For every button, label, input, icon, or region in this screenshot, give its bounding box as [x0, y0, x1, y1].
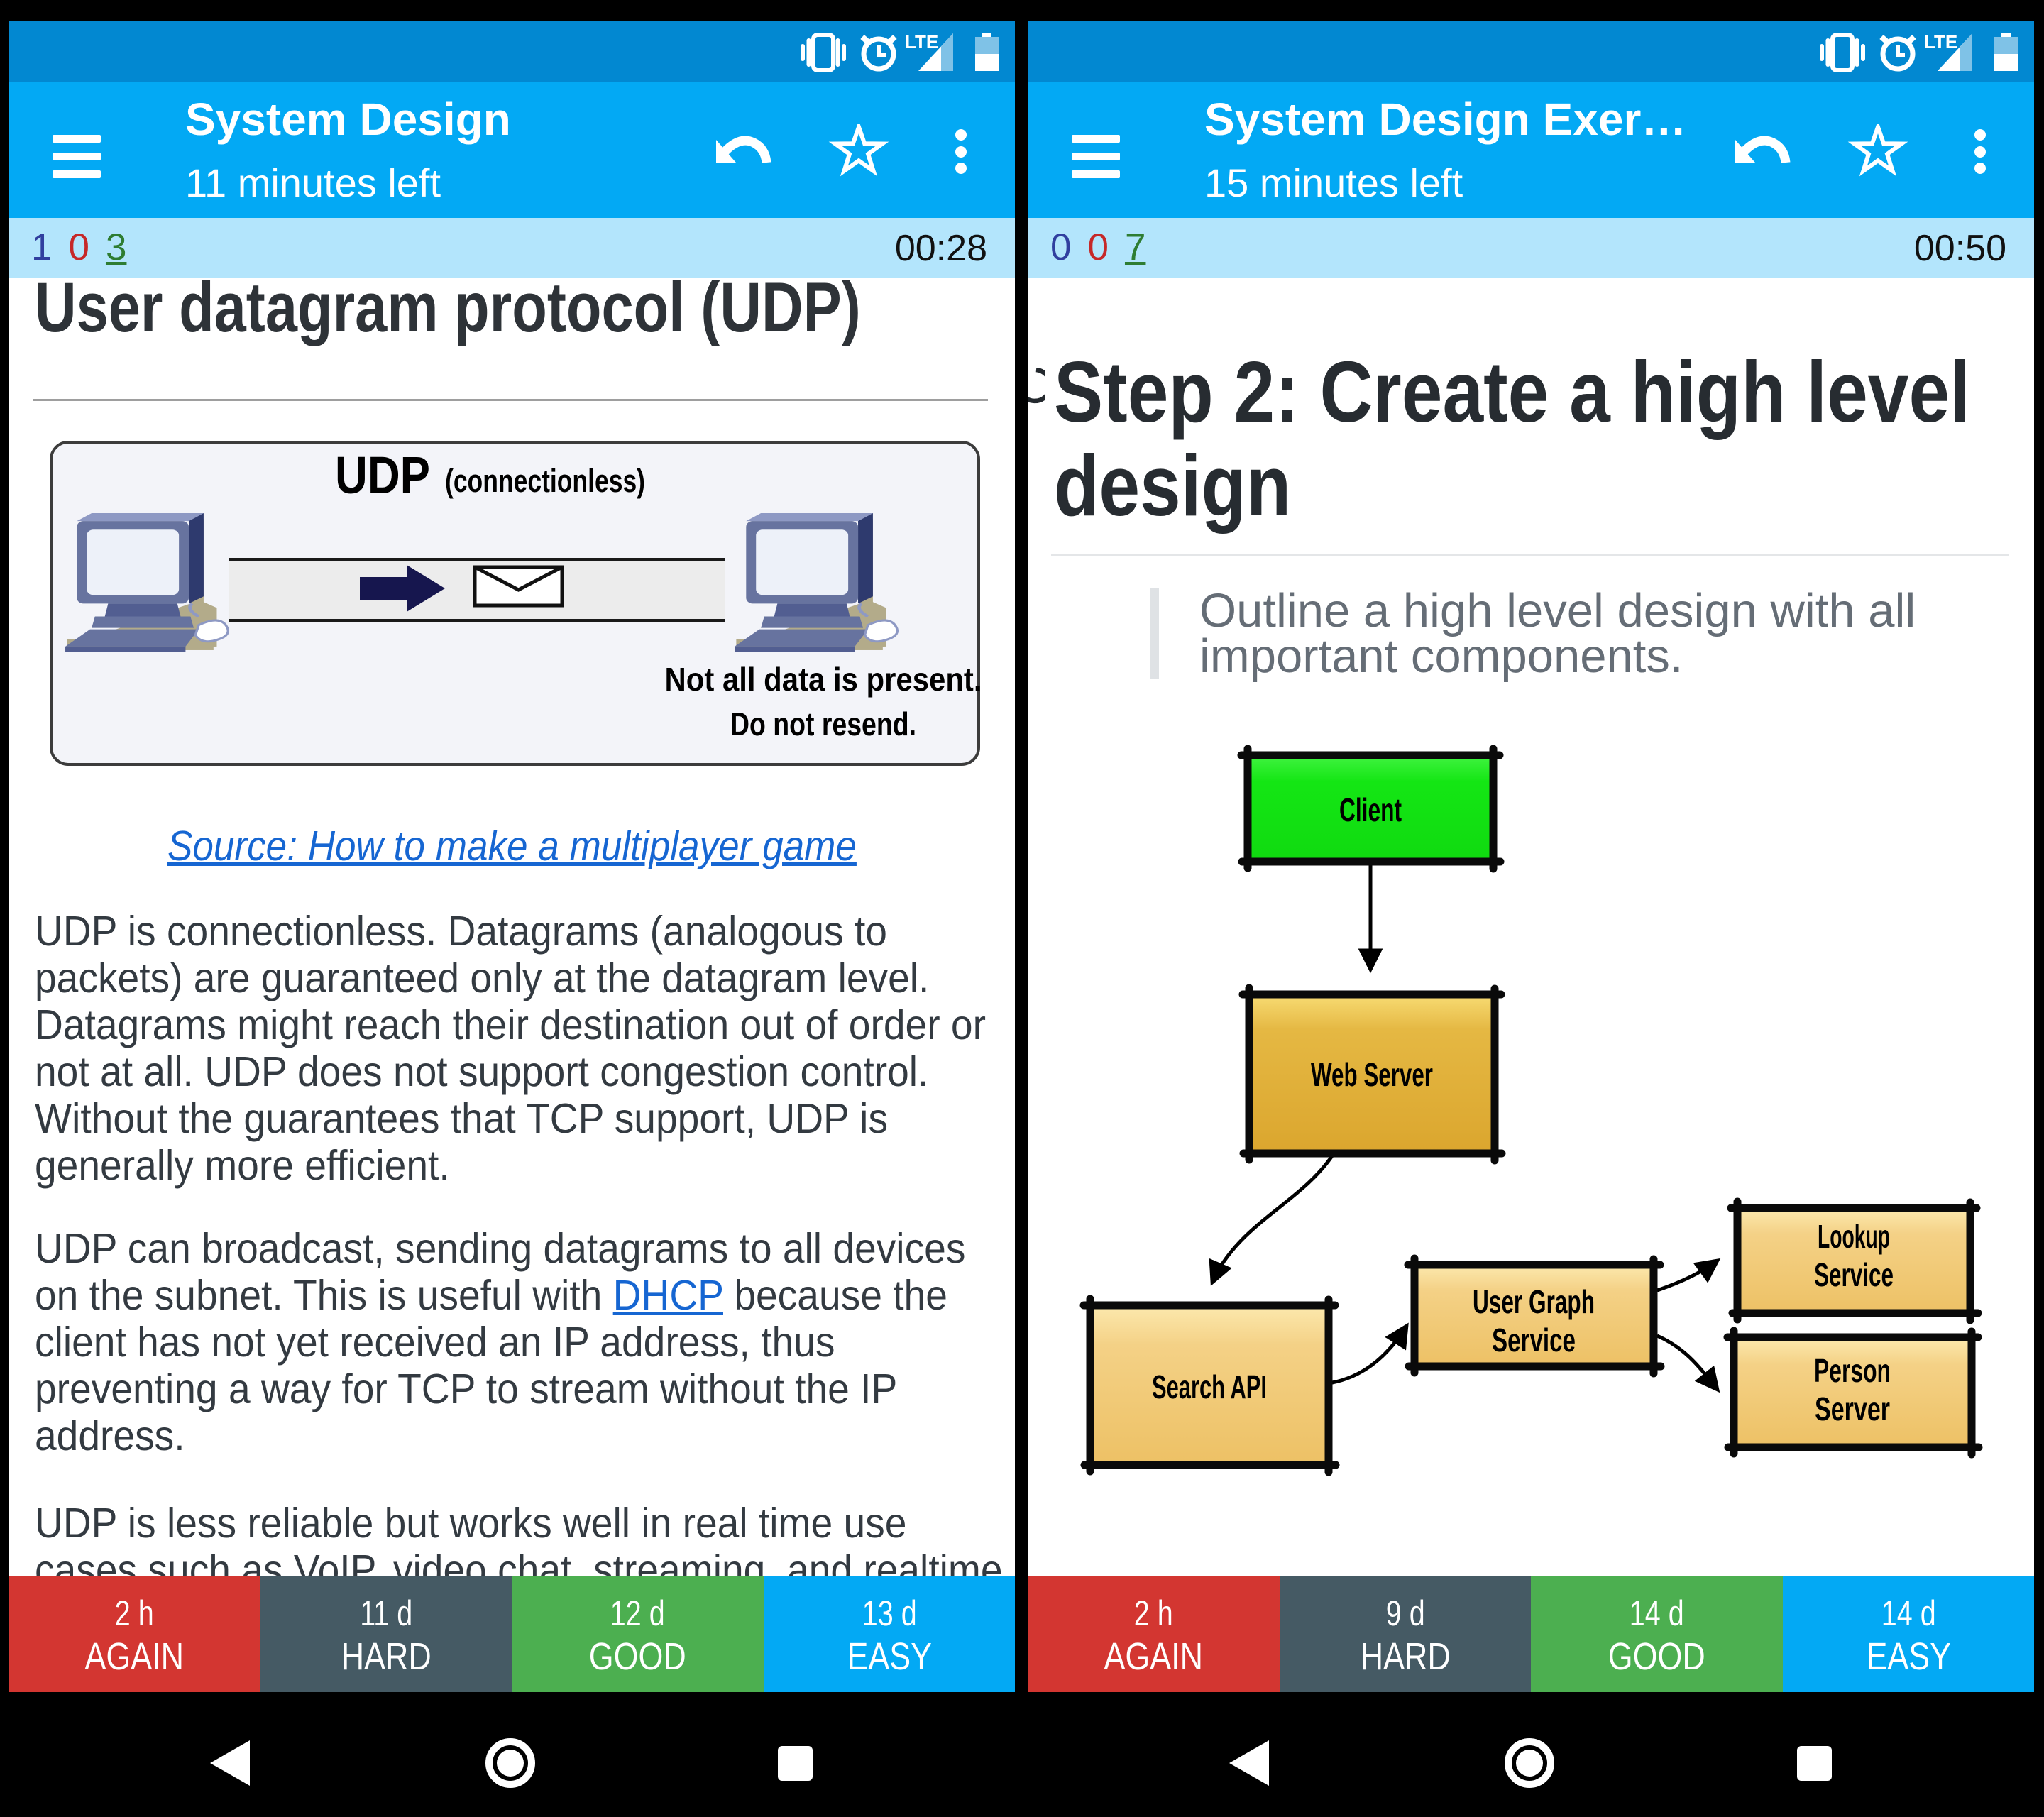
svg-text:(connectionless): (connectionless): [445, 463, 645, 499]
svg-text:Not all data is present.: Not all data is present.: [665, 661, 981, 698]
svg-text:Lookup: Lookup: [1818, 1218, 1890, 1255]
svg-text:Do not resend.: Do not resend.: [730, 706, 916, 742]
svg-text:User Graph: User Graph: [1473, 1283, 1595, 1320]
svg-text:Search API: Search API: [1152, 1368, 1267, 1405]
svg-text:LTE: LTE: [905, 31, 938, 53]
svg-text:UDP: UDP: [335, 446, 430, 505]
svg-text:LTE: LTE: [1924, 31, 1957, 53]
svg-text:Client: Client: [1339, 791, 1402, 828]
svg-text:Web Server: Web Server: [1311, 1056, 1433, 1093]
svg-text:Server: Server: [1815, 1390, 1890, 1427]
svg-text:Person: Person: [1814, 1352, 1891, 1389]
svg-text:Service: Service: [1814, 1256, 1894, 1293]
svg-text:Service: Service: [1492, 1322, 1576, 1358]
